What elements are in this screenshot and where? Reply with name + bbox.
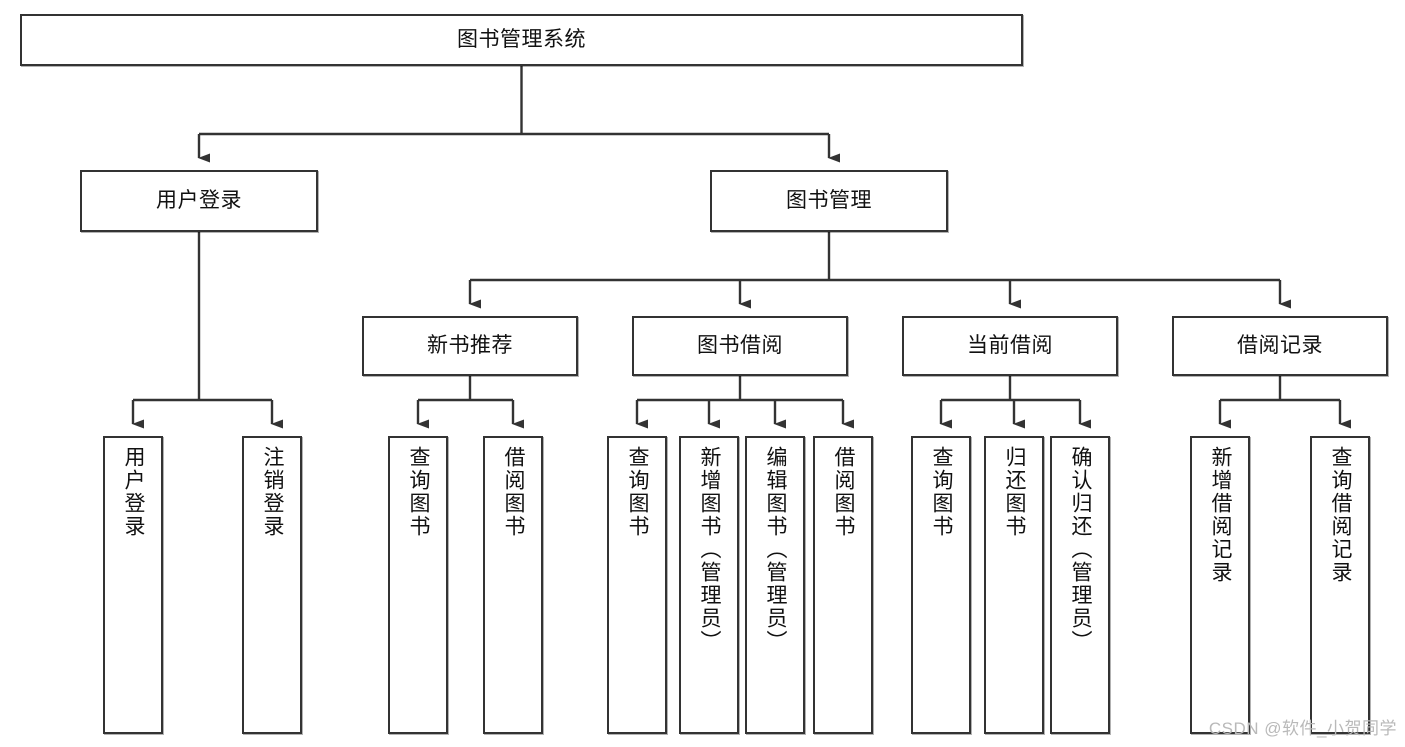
node-label: 注销登录 (261, 446, 285, 538)
node-leaf-add-book[interactable]: 新增图书（管理员） (679, 436, 739, 734)
node-label: 图书管理系统 (457, 27, 586, 51)
node-label: 借阅记录 (1237, 333, 1323, 357)
node-label: 新增图书（管理员） (698, 446, 722, 653)
node-borrow-record[interactable]: 借阅记录 (1172, 316, 1388, 376)
node-leaf-query-book-1[interactable]: 查询图书 (388, 436, 448, 734)
node-new-book-rec[interactable]: 新书推荐 (362, 316, 578, 376)
node-user-login[interactable]: 用户登录 (80, 170, 318, 232)
node-label: 用户登录 (122, 446, 146, 538)
node-leaf-query-book-2[interactable]: 查询图书 (607, 436, 667, 734)
node-label: 新书推荐 (427, 333, 513, 357)
node-leaf-user-login[interactable]: 用户登录 (103, 436, 163, 734)
node-label: 查询图书 (930, 446, 954, 538)
watermark-csdn: CSDN @软件_小贺同学 (1208, 719, 1397, 738)
node-label: 当前借阅 (967, 333, 1053, 357)
node-book-borrow[interactable]: 图书借阅 (632, 316, 848, 376)
node-label: 借阅图书 (832, 446, 856, 538)
node-leaf-add-record[interactable]: 新增借阅记录 (1190, 436, 1250, 734)
node-current-borrow[interactable]: 当前借阅 (902, 316, 1118, 376)
node-label: 图书管理 (786, 188, 872, 212)
node-root[interactable]: 图书管理系统 (20, 14, 1023, 66)
node-label: 归还图书 (1003, 446, 1027, 538)
node-leaf-confirm-return[interactable]: 确认归还（管理员） (1050, 436, 1110, 734)
node-label: 用户登录 (156, 188, 242, 212)
node-label: 查询借阅记录 (1329, 446, 1353, 584)
node-leaf-return-book[interactable]: 归还图书 (984, 436, 1044, 734)
node-label: 确认归还（管理员） (1069, 446, 1093, 653)
node-leaf-logout[interactable]: 注销登录 (242, 436, 302, 734)
node-leaf-borrow-book-1[interactable]: 借阅图书 (483, 436, 543, 734)
node-label: 编辑图书（管理员） (764, 446, 788, 653)
node-label: 查询图书 (626, 446, 650, 538)
node-leaf-query-book-3[interactable]: 查询图书 (911, 436, 971, 734)
node-label: 借阅图书 (502, 446, 526, 538)
node-leaf-query-record[interactable]: 查询借阅记录 (1310, 436, 1370, 734)
node-label: 查询图书 (407, 446, 431, 538)
node-label: 图书借阅 (697, 333, 783, 357)
node-leaf-edit-book[interactable]: 编辑图书（管理员） (745, 436, 805, 734)
node-leaf-borrow-book-2[interactable]: 借阅图书 (813, 436, 873, 734)
node-book-manage[interactable]: 图书管理 (710, 170, 948, 232)
node-label: 新增借阅记录 (1209, 446, 1233, 584)
